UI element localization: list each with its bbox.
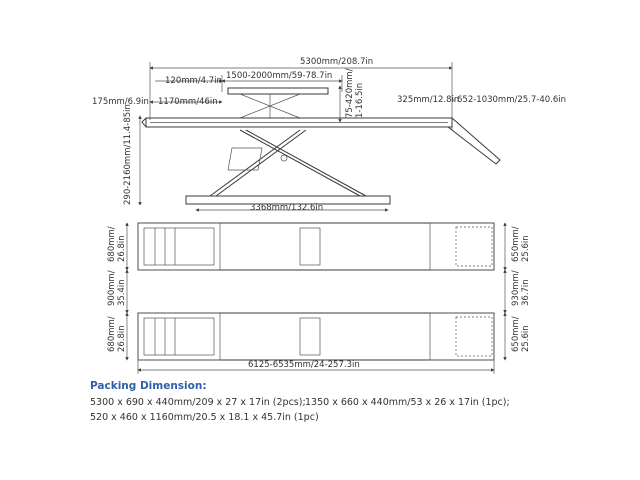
base-length-label: 3368mm/132.6in <box>250 203 323 213</box>
platform-width-left-bottom-label: 680mm/26.8in <box>107 316 127 352</box>
packing-line-1a: 5300 x 690 x 440mm/209 x 27 x 17in (2pcs… <box>90 397 306 408</box>
max-height-label: 290-2160mm/11.4-85in <box>123 104 133 205</box>
rear-offset-label: 325mm/12.8in <box>397 95 459 105</box>
packing-row-1: 5300 x 690 x 440mm/209 x 27 x 17in (2pcs… <box>90 397 630 408</box>
packing-line-1b: 1350 x 660 x 440mm/53 x 26 x 17in (1pc); <box>305 397 510 408</box>
extension-label: 652-1030mm/25.7-40.6in <box>457 95 566 105</box>
packing-title: Packing Dimension: <box>90 380 207 392</box>
ramp-gap-label: 120mm/4.7in <box>165 76 222 86</box>
total-length-label: 6125-6535mm/24-257.3in <box>248 360 360 370</box>
side-view: 5300mm/208.7in 120mm/4.7in 1500-2000mm/5… <box>92 57 566 213</box>
travel-label: 1500-2000mm/59-78.7in <box>226 71 332 81</box>
lowered-height-label: 175mm/6.9in <box>92 97 149 107</box>
platform-width-left-top-label: 680mm/26.8in <box>107 226 127 262</box>
platform-width-right-bottom-label: 650mm/25.6in <box>511 316 531 352</box>
lift-height-small-text: 75-420mm/1-16.5in <box>345 68 365 118</box>
gap-left-label: 900mm/35.4in <box>107 270 127 306</box>
overall-length-label: 5300mm/208.7in <box>300 57 373 67</box>
gap-right-label: 930mm/36.7in <box>511 270 531 306</box>
packing-line-2: 520 x 460 x 1160mm/20.5 x 18.1 x 45.7in … <box>90 412 319 423</box>
packing-dimensions: Packing Dimension: 5300 x 690 x 440mm/20… <box>90 380 630 427</box>
top-view: 680mm/26.8in 900mm/35.4in 680mm/26.8in 6… <box>107 222 531 374</box>
front-offset-label: 1170mm/46in <box>158 97 218 107</box>
platform-width-right-top-label: 650mm/25.6in <box>511 226 531 262</box>
packing-row-2: 520 x 460 x 1160mm/20.5 x 18.1 x 45.7in … <box>90 412 630 423</box>
